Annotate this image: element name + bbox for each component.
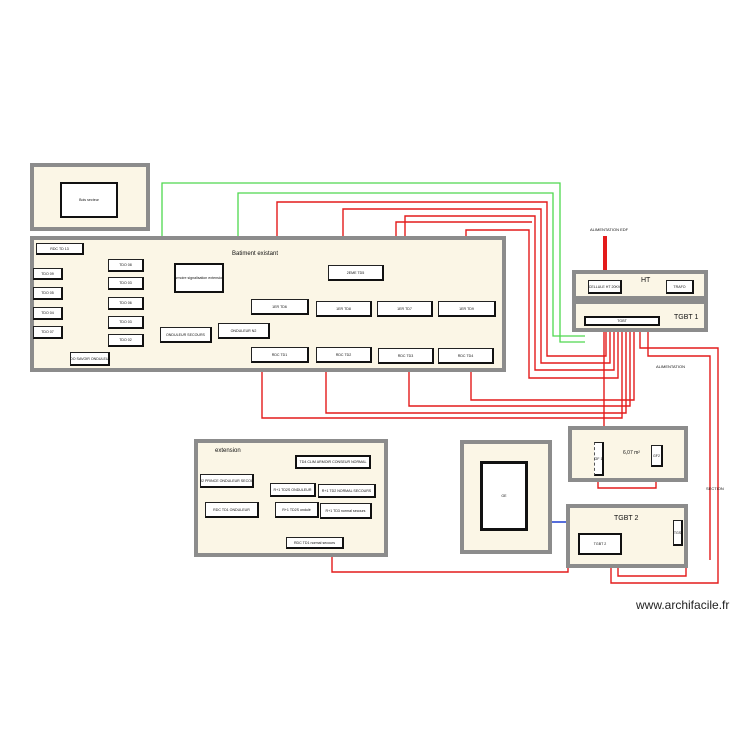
rdc-td1-box: RDC TD1 — [251, 347, 309, 363]
rdc-td4-box: RDC TD4 — [438, 348, 494, 364]
bois-secteur-box: Bois secteur — [60, 182, 118, 218]
side-section-label: SECTION — [706, 486, 724, 491]
room-label-batiment: Batiment existant — [232, 251, 279, 257]
tdo-secours-box: TDO SAVOIR ONDULEUR — [70, 352, 110, 366]
ond-secours-box: TDO2 PRINCE ONDULEUR SECOURS — [200, 474, 254, 488]
room-label-tgbt2: TGBT 2 — [614, 515, 639, 522]
rdc-td13-box: RDC TD 13 — [36, 243, 84, 255]
tdo5-box: TDO 05 — [33, 287, 63, 300]
trafo-box: TRAFO — [666, 280, 694, 294]
gf1-box: GF 1 — [594, 442, 604, 476]
onduleur-secours-box: ONDULEUR SECOURS — [160, 327, 212, 343]
tdo4-box: TDO 04 — [33, 307, 63, 320]
td7-box: 1ER TD7 — [377, 301, 433, 317]
td6-box: 1ER TD6 — [251, 299, 309, 315]
tdo1-box: TDO 02 — [108, 334, 144, 347]
tdo7-box: TDO 07 — [33, 326, 63, 339]
gf-room-area: 6,07 m² — [623, 450, 640, 456]
td9-box: 1ER TD9 — [438, 301, 496, 317]
tdo3-box: TDO 03 — [108, 277, 144, 290]
tgbt1-cabinet-box: TGBT — [584, 316, 660, 326]
tdo6-box: TDO 06 — [108, 297, 144, 310]
tgs-box: TGS — [673, 520, 683, 546]
rdc-ondul-box: RDC TD1 ONDULEUR — [205, 502, 259, 518]
normal-secours-box: R+1 TD2 NORMAL SECOURS — [318, 484, 376, 498]
gf2-box: GF2 — [651, 445, 663, 467]
alimentation-edf-label: ALIMENTATION EDF — [590, 227, 629, 232]
ext-signal-box: armoire signalisation extension — [174, 263, 224, 293]
rdc-td2-box: RDC TD2 — [316, 347, 372, 363]
tdo8-box: TDO 08 — [108, 259, 144, 272]
room-label-tgbt1: TGBT 1 — [674, 314, 699, 321]
tdo9-box: TDO 09 — [33, 268, 63, 280]
td8-box: 1ER TD8 — [316, 301, 372, 317]
rdc-td3-box: RDC TD3 — [378, 348, 434, 364]
alimentation-label: ALIMENTATION — [656, 364, 685, 369]
onduleur-n2-box: ONDULEUR N2 — [218, 323, 270, 339]
tgbt2-box: TGBT 2 — [578, 533, 622, 555]
rdc-td1-ns-box: RDC TD1 normal secours — [286, 537, 344, 549]
td4-clim-box: TD4 CLIM ARMOIR CONSEUR NORMAL — [295, 455, 371, 469]
td05-box: 2EME TD5 — [328, 265, 384, 281]
room-label-extension: extension — [215, 448, 241, 454]
cellule-ht-box: CELLULE HT 20KV — [588, 280, 622, 294]
ge-box: GE — [480, 461, 528, 531]
ondul-ext-box: R+1 TD2S ONDULEUR — [270, 483, 316, 497]
room-gf — [568, 426, 688, 482]
r1-td2-box: R+1 TD2S ondulé — [275, 502, 319, 518]
r1-td3-box: R+1 TD3 normal secours — [320, 503, 372, 519]
watermark: www.archifacile.fr — [636, 598, 730, 612]
tdo2-box: TDO 03 — [108, 316, 144, 329]
room-label-ht: HT — [641, 277, 651, 284]
